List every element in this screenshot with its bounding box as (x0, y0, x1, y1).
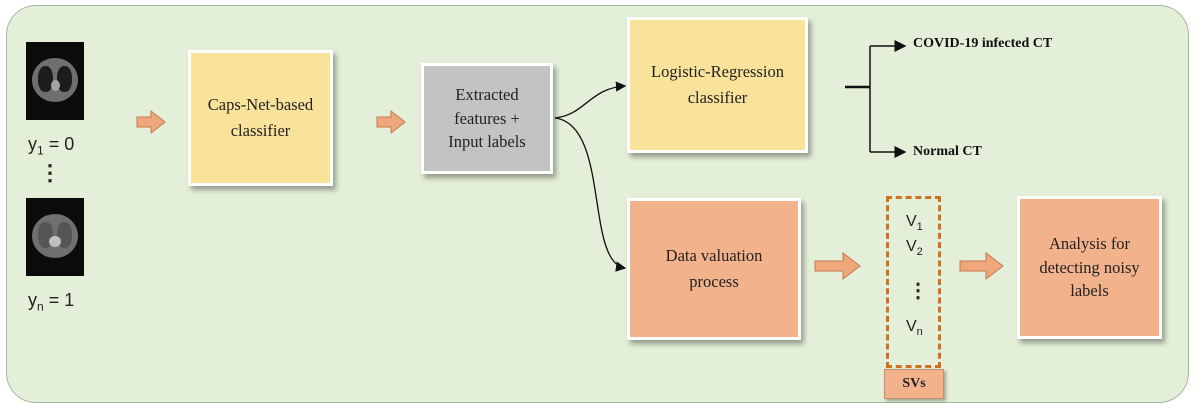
extracted-features-label: Extracted features + Input labels (448, 84, 526, 152)
shapley-value-v2: V2 (906, 238, 923, 259)
block-arrow-svs-to-analysis (959, 251, 1004, 281)
capsnet-classifier-box: Caps-Net-based classifier (188, 50, 333, 186)
ct-scan-image-normal (26, 42, 84, 120)
output-normal-label: Normal CT (913, 144, 982, 159)
shapley-ellipsis: ⋮ (908, 280, 928, 302)
curve-features-to-valuation (554, 117, 627, 272)
noisy-label-analysis-box: Analysis for detecting noisy labels (1017, 196, 1162, 339)
block-arrow-valuation-to-svs (814, 251, 861, 281)
data-valuation-box: Data valuation process (627, 198, 801, 340)
noisy-label-analysis-label: Analysis for detecting noisy labels (1039, 233, 1140, 301)
block-arrow-capsnet-to-features (376, 109, 406, 135)
block-arrow-input-to-capsnet (136, 109, 166, 135)
ct-scan-image-infected (26, 198, 84, 276)
shapley-value-v1: V1 (906, 213, 923, 234)
extracted-features-box: Extracted features + Input labels (421, 63, 553, 174)
logistic-regression-label: Logistic-Regression classifier (651, 61, 784, 107)
label-y1: y1 = 0 (28, 134, 75, 158)
curve-features-to-logreg (554, 81, 627, 119)
output-covid-label: COVID-19 infected CT (913, 36, 1053, 51)
logistic-regression-box: Logistic-Regression classifier (627, 17, 808, 153)
svs-tag: SVs (884, 369, 944, 399)
data-valuation-label: Data valuation process (665, 245, 763, 291)
shapley-value-vn: Vn (906, 318, 923, 339)
input-ellipsis: ⋮ (39, 160, 61, 185)
label-yn: yn = 1 (28, 290, 75, 314)
shapley-values-dashed-box (886, 196, 941, 368)
capsnet-classifier-label: Caps-Net-based classifier (207, 94, 314, 140)
